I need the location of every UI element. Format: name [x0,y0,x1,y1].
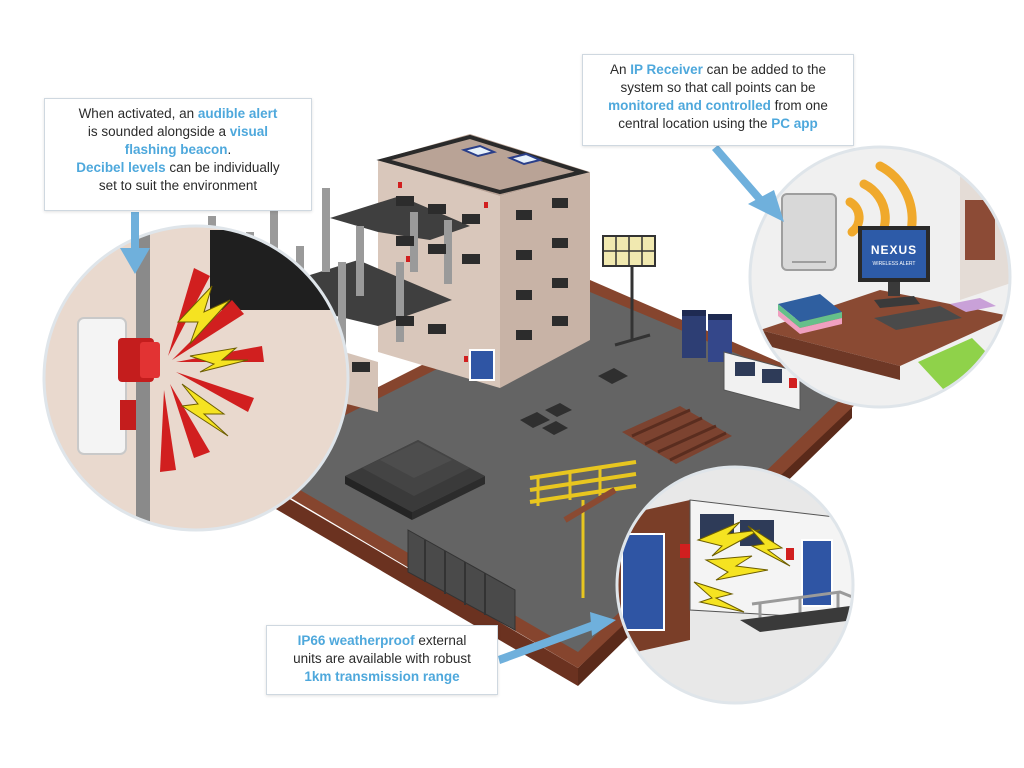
callout-line: Decibel levels can be individually [53,159,303,177]
lightning-bolt-icon [176,285,249,437]
arrow-weather-icon [498,612,616,664]
extension-slab-2 [330,196,470,240]
site-gate [407,529,516,631]
callout-highlight: IP66 weatherproof [297,633,415,648]
callout-line: monitored and controlled from one [591,97,845,115]
callout-line: flashing beacon. [53,141,303,159]
callout-text: central location using the [618,116,772,131]
callout-line: is sounded alongside a visual [53,123,303,141]
pallet-stack [345,440,485,520]
callout-ip-receiver: An IP Receiver can be added to the syste… [582,54,854,146]
callout-highlight: IP Receiver [630,62,703,77]
callout-line: IP66 weatherproof external [275,632,489,650]
callout-text: . [227,142,232,157]
yellow-barrier [529,460,637,506]
callout-line: units are available with robust [275,650,489,668]
callout-highlight: visual [229,124,269,139]
block-4 [598,368,628,384]
chair [918,338,1000,390]
arrow-receiver-icon [712,145,784,222]
callout-arrows [120,145,784,664]
lightning-bolt-icon [693,521,791,613]
callout-text: is sounded alongside a [87,124,230,139]
callout-highlight: audible alert [197,106,278,121]
ip-receiver [781,193,837,271]
block-1 [520,412,550,428]
callout-text: set to suit the environment [98,178,258,193]
callout-text: When activated, an [78,106,198,121]
block-2 [545,403,572,417]
callout-audible-alert: When activated, an audible alert is soun… [44,98,312,211]
building-door [469,349,495,381]
callout-highlight: Decibel levels [76,160,166,175]
callout-line: system so that call points can be [591,79,845,97]
alarm-closeup [42,224,350,532]
callout-highlight: PC app [771,116,818,131]
callout-highlight: 1km transmission range [304,669,460,684]
callout-text: can be added to the [702,62,826,77]
desk [760,290,1010,366]
callout-weatherproof: IP66 weatherproof external units are ava… [266,625,498,695]
skylight-1 [460,144,498,158]
callout-text: An [610,62,631,77]
callout-line: central location using the PC app [591,115,845,133]
block-3 [542,421,568,435]
arrow-down-icon [120,212,150,274]
keyboard [874,306,962,330]
callout-text: units are available with robust [293,651,471,666]
callout-text: system so that call points can be [620,80,816,95]
office-closeup [748,145,1012,409]
site-ground [252,292,842,652]
callout-line: set to suit the environment [53,177,303,195]
callout-line: 1km transmission range [275,668,489,686]
skylight-2 [506,152,544,166]
call-point-unit [77,317,127,455]
site-office [723,351,801,411]
cabin-closeup [615,465,855,705]
callout-highlight: flashing beacon [124,142,228,157]
timber-pile [622,406,732,464]
flood-light [602,235,656,347]
monitor-tagline-label: WIRELESS ALERT [873,261,916,267]
callout-highlight: monitored and controlled [608,98,771,113]
callout-text: from one [770,98,828,113]
callout-line: An IP Receiver can be added to the [591,61,845,79]
monitor-brand-label: NEXUS [871,243,917,257]
callout-line: When activated, an audible alert [53,105,303,123]
callout-text: external [414,633,467,648]
callout-text: can be individually [165,160,280,175]
